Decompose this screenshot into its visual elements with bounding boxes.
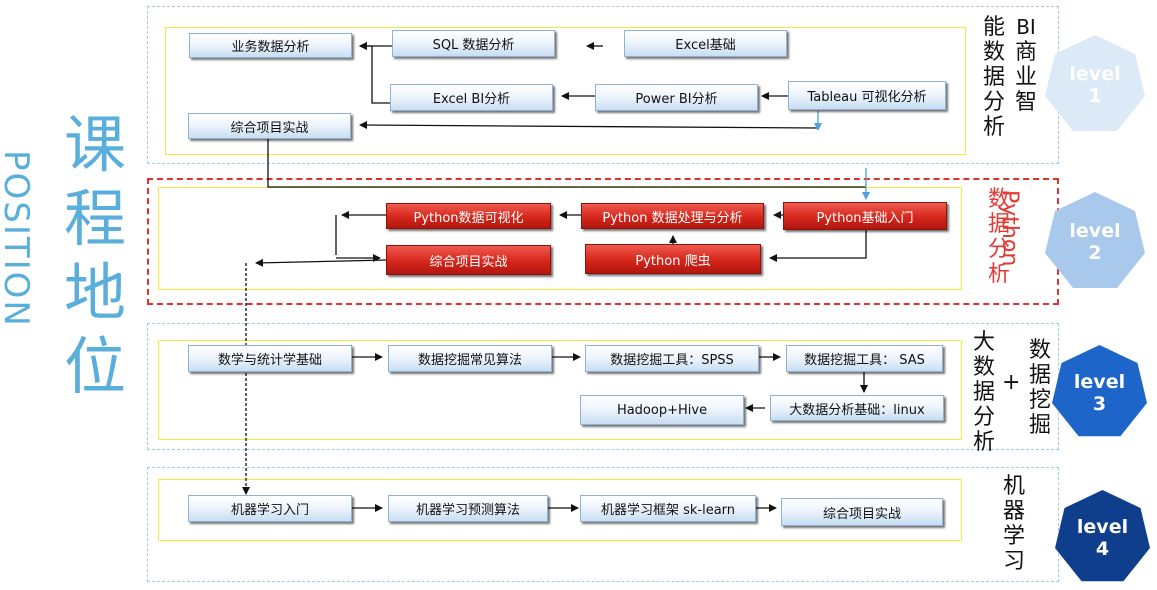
level-3-badge: level 3 bbox=[1052, 345, 1147, 437]
label-char: 数 bbox=[972, 355, 995, 380]
node-mining-algorithms[interactable]: 数据挖掘常见算法 bbox=[388, 345, 552, 372]
section-ml-frame bbox=[147, 467, 1059, 582]
node-excel-basic[interactable]: Excel基础 bbox=[624, 30, 787, 57]
label-char: 大 bbox=[972, 330, 995, 355]
level-2-badge: level 2 bbox=[1045, 192, 1145, 288]
course-title: 课 程 地 位 bbox=[50, 108, 140, 404]
arrow-basic-to-crawler bbox=[769, 230, 867, 262]
node-linux-basics[interactable]: 大数据分析基础：linux bbox=[770, 395, 944, 421]
node-python-processing[interactable]: Python 数据处理与分析 bbox=[581, 203, 764, 229]
node-ml-project[interactable]: 综合项目实战 bbox=[781, 498, 943, 526]
label-char: 习 bbox=[1002, 549, 1025, 574]
label-bigdata-col1: 大 数 据 分 析 bbox=[968, 330, 1000, 455]
level-1-badge: level 1 bbox=[1045, 35, 1145, 131]
node-python-visualization[interactable]: Python数据可视化 bbox=[386, 203, 551, 229]
title-char: 程 bbox=[63, 182, 126, 255]
label-char: 据 bbox=[972, 380, 995, 405]
level-word: level bbox=[1069, 220, 1121, 242]
level-word: level bbox=[1069, 63, 1121, 85]
label-char: 商 bbox=[1014, 40, 1037, 65]
label-char: 器 bbox=[1002, 499, 1025, 524]
label-char: 分 bbox=[987, 237, 1010, 262]
level-word: level bbox=[1073, 370, 1126, 393]
node-ml-intro[interactable]: 机器学习入门 bbox=[188, 495, 352, 522]
label-char: BI bbox=[1016, 15, 1036, 39]
node-mining-spss[interactable]: 数据挖掘工具：SPSS bbox=[585, 345, 759, 372]
label-char: 分 bbox=[982, 90, 1005, 115]
label-char: 数 bbox=[982, 40, 1005, 65]
node-excel-bi[interactable]: Excel BI分析 bbox=[390, 84, 553, 111]
label-char: 机 bbox=[1002, 474, 1025, 499]
label-bigdata-plus: + bbox=[1002, 370, 1021, 395]
arrow-tableau-to-project bbox=[359, 121, 819, 130]
label-char: 业 bbox=[1014, 65, 1037, 90]
node-sql-analysis[interactable]: SQL 数据分析 bbox=[392, 30, 555, 57]
label-char: 学 bbox=[1002, 524, 1025, 549]
level-number: 1 bbox=[1088, 85, 1102, 107]
label-bigdata-col2: 数 据 挖 掘 bbox=[1024, 338, 1056, 438]
label-python-word: Python bbox=[997, 190, 1023, 266]
node-business-analysis[interactable]: 业务数据分析 bbox=[189, 33, 352, 58]
label-char: 分 bbox=[972, 405, 995, 430]
label-char: 掘 bbox=[1028, 413, 1051, 438]
label-char: 能 bbox=[982, 15, 1005, 40]
label-char: 析 bbox=[972, 430, 995, 455]
node-tableau[interactable]: Tableau 可视化分析 bbox=[788, 81, 946, 110]
label-char: 智 bbox=[1014, 90, 1037, 115]
label-ml: 机 器 学 习 bbox=[997, 474, 1031, 574]
label-char: 析 bbox=[987, 262, 1010, 287]
label-char: 据 bbox=[987, 212, 1010, 237]
node-power-bi[interactable]: Power BI分析 bbox=[595, 84, 758, 111]
title-char: 课 bbox=[63, 108, 126, 181]
label-char: 数 bbox=[1028, 338, 1051, 363]
section-bi-inner bbox=[165, 27, 966, 155]
level-number: 4 bbox=[1095, 537, 1110, 560]
node-hadoop-hive[interactable]: Hadoop+Hive bbox=[580, 395, 744, 425]
arrow-excelbi-to-business bbox=[359, 42, 390, 104]
label-char: 据 bbox=[982, 65, 1005, 90]
node-bi-project[interactable]: 综合项目实战 bbox=[188, 113, 351, 139]
label-char: 据 bbox=[1028, 363, 1051, 388]
arrow-project-to-ml bbox=[255, 258, 387, 267]
label-char: 挖 bbox=[1028, 388, 1051, 413]
level-word: level bbox=[1076, 515, 1129, 538]
section-ml-inner bbox=[158, 479, 962, 541]
node-python-project[interactable]: 综合项目实战 bbox=[386, 245, 551, 275]
line-project-to-python bbox=[267, 139, 866, 188]
label-bi-col2: 能 数 据 分 析 bbox=[976, 15, 1012, 140]
node-ml-prediction[interactable]: 机器学习预测算法 bbox=[388, 495, 548, 522]
label-char: 析 bbox=[982, 115, 1005, 140]
label-bi-col1: BI 商 业 智 bbox=[1008, 15, 1044, 115]
node-math-statistics[interactable]: 数学与统计学基础 bbox=[188, 345, 352, 372]
level-4-badge: level 4 bbox=[1055, 490, 1150, 582]
section-bigdata-inner bbox=[158, 340, 962, 440]
node-ml-sklearn[interactable]: 机器学习框架 sk-learn bbox=[580, 495, 756, 522]
label-python-col2: 数 据 分 析 bbox=[982, 187, 1016, 287]
label-char: 数 bbox=[987, 187, 1010, 212]
node-mining-sas[interactable]: 数据挖掘工具： SAS bbox=[786, 345, 943, 372]
level-number: 2 bbox=[1088, 242, 1102, 264]
title-char: 地 bbox=[63, 256, 126, 329]
node-python-basics[interactable]: Python基础入门 bbox=[783, 202, 947, 230]
title-char: 位 bbox=[63, 330, 126, 403]
level-number: 3 bbox=[1092, 392, 1107, 415]
node-python-crawler[interactable]: Python 爬虫 bbox=[585, 244, 761, 274]
